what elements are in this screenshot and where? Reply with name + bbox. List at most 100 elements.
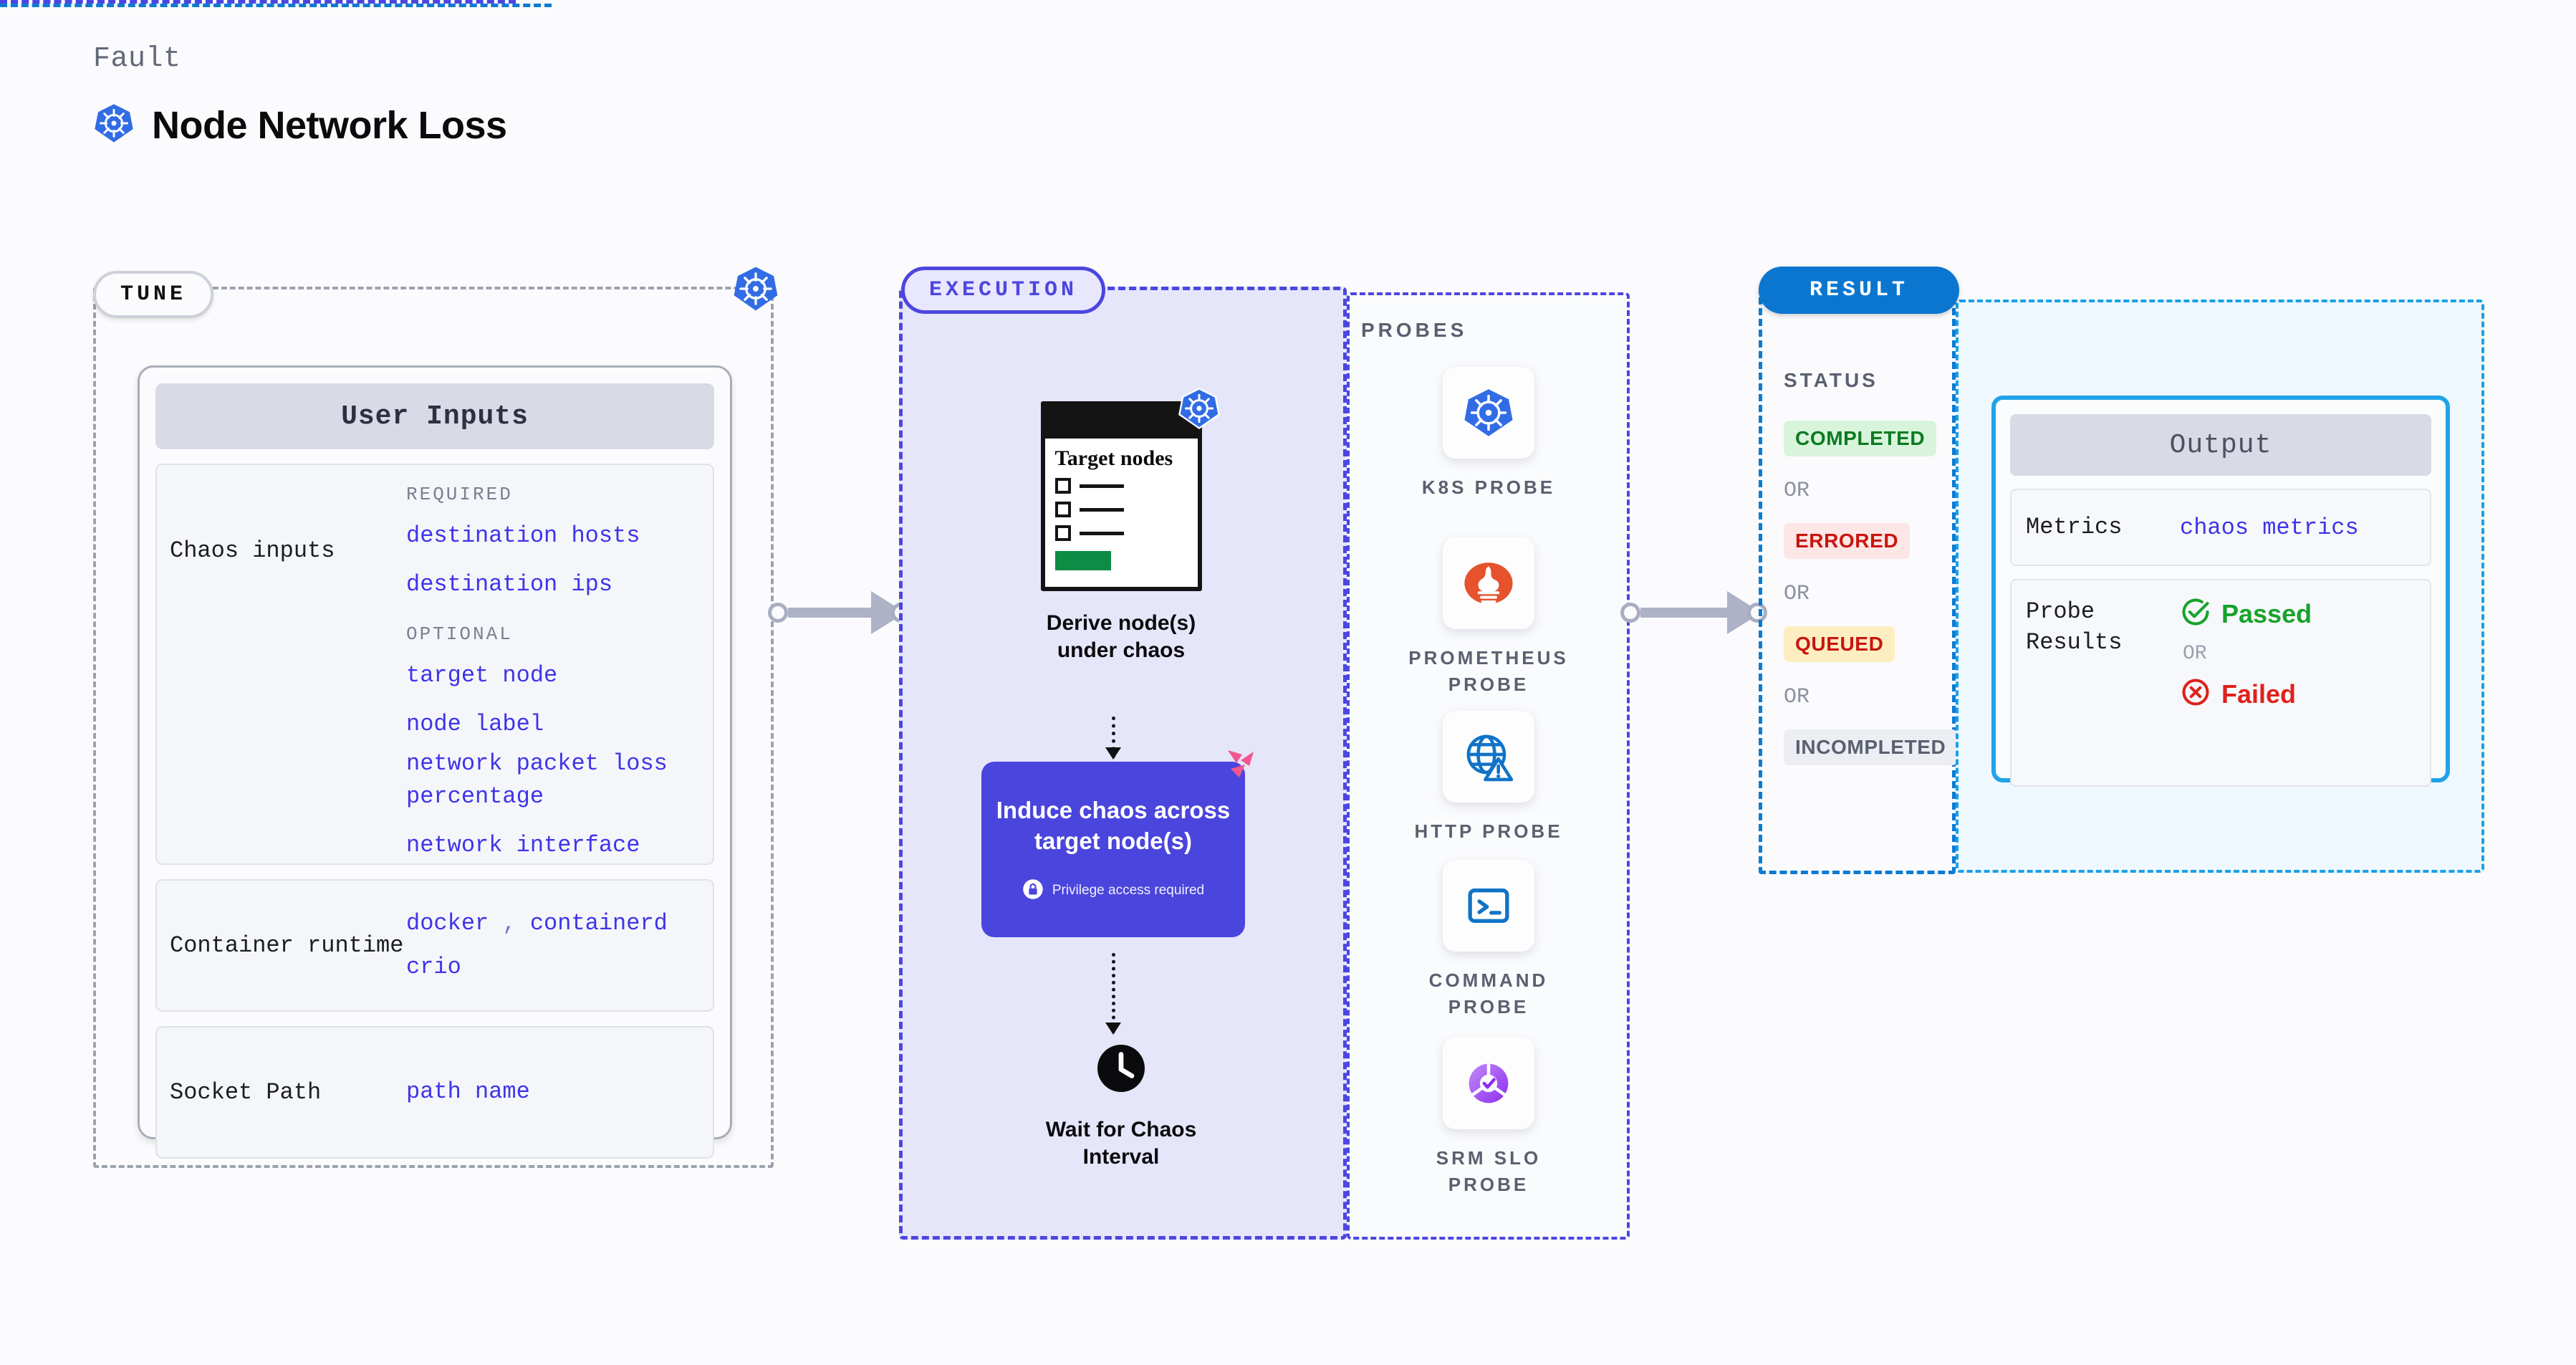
chaos-inputs-label: Chaos inputs (170, 537, 335, 564)
connector-bar (1640, 608, 1729, 618)
status-title: STATUS (1784, 369, 1878, 391)
socket-path-value[interactable]: path name (406, 1078, 530, 1106)
srm-slo-icon (1443, 1038, 1534, 1129)
input-network-packet-loss-percentage[interactable]: network packet loss percentage (406, 749, 668, 810)
input-target-node[interactable]: target node (406, 661, 558, 689)
runtime-containerd[interactable]: containerd (529, 910, 668, 937)
page-header: Fault Node Network Loss (93, 43, 507, 148)
probe-results-label: Probe Results (2026, 598, 2123, 656)
globe-warning-icon (1443, 711, 1534, 803)
connector-execution-to-result (1620, 591, 1767, 634)
or-separator: OR (1784, 582, 1810, 606)
output-header: Output (2010, 414, 2431, 476)
target-nodes-card: Target nodes (1040, 388, 1220, 591)
litmus-icon (1224, 747, 1258, 785)
flow-arrow-down (1105, 717, 1121, 760)
probe-k8s[interactable]: K8S PROBE (1406, 367, 1571, 501)
induce-chaos-title: Induce chaos across target node(s) (996, 797, 1231, 854)
probe-label: HTTP PROBE (1414, 820, 1563, 842)
target-node-item (1054, 502, 1188, 518)
target-node-item (1054, 478, 1188, 494)
container-runtime-row: Container runtime docker , containerd cr… (155, 879, 714, 1012)
status-badge-queued: QUEUED (1784, 626, 1895, 662)
status-badge-incompleted: INCOMPLETED (1784, 729, 1958, 765)
runtime-docker[interactable]: docker (406, 910, 489, 937)
placeholder-line (1079, 531, 1124, 535)
wait-chaos-interval-step: Wait for Chaos Interval (1032, 1043, 1211, 1172)
derive-nodes-caption: Derive node(s) under chaos (1046, 611, 1196, 663)
result-boundary-top-line (0, 4, 552, 7)
probe-srm-slo[interactable]: SRM SLO PROBE (1406, 1038, 1571, 1198)
result-badge[interactable]: RESULT (1759, 267, 1959, 314)
check-circle-icon (2180, 596, 2211, 631)
tune-panel (93, 287, 774, 1168)
input-destination-ips[interactable]: destination ips (406, 571, 613, 598)
runtime-separator: , (502, 910, 516, 937)
probe-label: K8S PROBE (1421, 476, 1556, 498)
privilege-text: Privilege access required (1052, 883, 1205, 899)
container-runtime-label: Container runtime (170, 931, 404, 959)
output-card: Output Metrics chaos metrics Probe Resul… (1991, 396, 2450, 787)
tune-badge[interactable]: TUNE (93, 271, 214, 318)
target-card-titlebar (1044, 406, 1198, 439)
target-card-body: Target nodes (1045, 439, 1198, 579)
page-title: Node Network Loss (152, 103, 507, 147)
required-group-title: REQUIRED (406, 484, 513, 505)
socket-path-row: Socket Path path name (155, 1026, 714, 1159)
execution-boundary-top-line (0, 0, 516, 4)
checkbox-icon (1054, 478, 1071, 494)
input-network-interface[interactable]: network interface (406, 832, 640, 859)
probe-label: COMMAND PROBE (1428, 969, 1549, 1017)
probe-result-failed: Failed (2180, 676, 2312, 712)
flow-arrow-down (1105, 953, 1121, 1035)
connector-bar (788, 608, 873, 618)
induce-chaos-box[interactable]: Induce chaos across target node(s) Privi… (981, 750, 1254, 937)
kubernetes-icon (93, 102, 135, 148)
passed-label: Passed (2221, 598, 2312, 628)
wait-chaos-caption: Wait for Chaos Interval (1045, 1118, 1197, 1169)
connector-end-dot (1747, 603, 1767, 623)
status-bar (1054, 551, 1111, 571)
or-separator: OR (2183, 643, 2207, 665)
user-inputs-card: User Inputs Chaos inputs REQUIRED destin… (138, 365, 732, 1159)
privilege-note: Privilege access required (1022, 878, 1204, 904)
probe-http[interactable]: HTTP PROBE (1406, 711, 1571, 845)
placeholder-line (1079, 507, 1124, 512)
kubernetes-icon (732, 265, 779, 316)
title-row: Node Network Loss (93, 102, 507, 148)
terminal-icon (1443, 860, 1534, 952)
derive-nodes-step: Target nodes (1032, 388, 1220, 665)
clock-icon (1032, 1043, 1211, 1098)
kubernetes-icon (1178, 387, 1221, 434)
kubernetes-icon (1443, 367, 1534, 459)
chaos-inputs-row: Chaos inputs REQUIRED destination hosts … (155, 464, 714, 865)
or-separator: OR (1784, 685, 1810, 709)
probes-title: PROBES (1361, 319, 1468, 341)
status-badge-completed: COMPLETED (1784, 421, 1937, 456)
metrics-label: Metrics (2026, 514, 2123, 541)
x-circle-icon (2180, 676, 2211, 712)
placeholder-line (1079, 484, 1124, 488)
probe-result-passed: Passed (2180, 596, 2312, 631)
socket-path-label: Socket Path (170, 1078, 322, 1106)
probe-label: PROMETHEUS PROBE (1408, 647, 1569, 695)
or-separator: OR (1784, 479, 1810, 503)
user-inputs-header: User Inputs (155, 383, 714, 449)
target-nodes-title: Target nodes (1054, 446, 1173, 470)
metrics-value[interactable]: chaos metrics (2180, 514, 2359, 541)
status-badge-errored: ERRORED (1784, 523, 1911, 559)
probe-command[interactable]: COMMAND PROBE (1406, 860, 1571, 1020)
target-node-item (1054, 525, 1188, 542)
probe-prometheus[interactable]: PROMETHEUS PROBE (1406, 537, 1571, 698)
connector-start-dot (768, 603, 788, 623)
prometheus-icon (1443, 537, 1534, 629)
execution-badge[interactable]: EXECUTION (901, 267, 1106, 314)
checkbox-icon (1054, 525, 1071, 542)
checkbox-icon (1054, 502, 1071, 518)
connector-start-dot (1620, 603, 1640, 623)
input-destination-hosts[interactable]: destination hosts (406, 522, 640, 549)
runtime-crio[interactable]: crio (406, 953, 461, 980)
probe-label: SRM SLO PROBE (1436, 1147, 1542, 1195)
lock-icon (1022, 878, 1044, 904)
input-node-label[interactable]: node label (406, 711, 544, 738)
